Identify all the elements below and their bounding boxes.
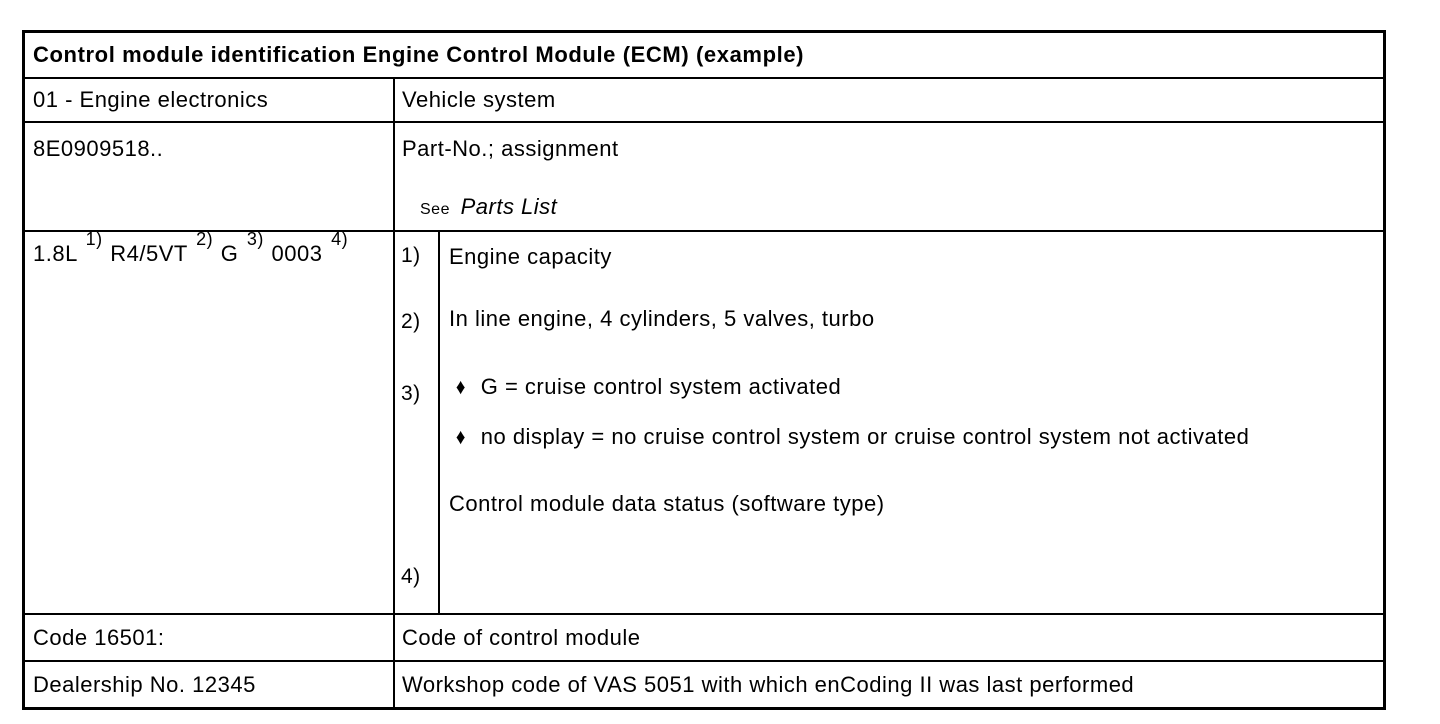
footnote-text-engine-layout: In line engine, 4 cylinders, 5 valves, t… [449,306,875,331]
footnote-ref-2: 2) [196,232,214,249]
footnote-text-engine-capacity: Engine capacity [449,244,612,269]
see-label: See [420,201,450,218]
vehicle-address-cell: 01 - Engine electronics [25,79,395,121]
engine-code-row: 1.8L 1) R4/5VT 2) G 3) 0003 4) 1) 2) 3) … [25,232,1383,615]
code-label-cell: Code of control module [395,615,1383,660]
footnote-text-data-status: Control module data status (software typ… [449,491,885,516]
code-value-cell: Code 16501: [25,615,395,660]
footnote-bullet-no-display: ♦ no display = no cruise control system … [449,424,1379,450]
engine-code-cell: 1.8L 1) R4/5VT 2) G 3) 0003 4) [25,232,395,613]
footnote-marker-column: 1) 2) 3) 4) [395,232,440,613]
control-module-identification-table: Control module identification Engine Con… [22,30,1386,710]
vehicle-address-text: 01 - Engine electronics [33,87,269,112]
footnote-bullet-cruise-activated: ♦ G = cruise control system activated [449,374,1379,400]
code-label-text: Code of control module [402,624,641,650]
see-reference-line: See Parts List [402,194,1383,223]
footnote-ref-3: 3) [246,232,264,249]
table-title: Control module identification Engine Con… [33,42,805,67]
footnote-ref-4: 4) [331,232,349,249]
footnote-text-no-display: no display = no cruise control system or… [480,424,1250,449]
part-number-cell: 8E0909518.. [25,123,395,230]
footnote-text-column: Engine capacity In line engine, 4 cylind… [440,232,1383,613]
footnote-marker-2: 2) [401,310,421,333]
footnote-text-cruise-activated: G = cruise control system activated [480,374,842,399]
diamond-bullet-icon: ♦ [455,424,466,449]
parts-list-reference: Parts List [460,194,558,219]
footnote-marker-1: 1) [401,244,421,267]
vehicle-system-label-cell: Vehicle system [395,79,1383,121]
part-assignment-cell: Part-No.; assignment See Parts List [395,123,1383,230]
code-value-text: Code 16501: [33,624,165,650]
workshop-code-text: Workshop code of VAS 5051 with which enC… [402,671,1135,697]
part-number-row: 8E0909518.. Part-No.; assignment See Par… [25,123,1383,232]
table-title-row: Control module identification Engine Con… [25,33,1383,79]
dealership-number-text: Dealership No. 12345 [33,671,256,697]
footnote-marker-4: 4) [401,565,421,588]
code-row: Code 16501: Code of control module [25,615,1383,662]
workshop-code-cell: Workshop code of VAS 5051 with which enC… [395,662,1383,707]
vehicle-system-label: Vehicle system [402,87,556,112]
footnote-ref-1: 1) [85,232,103,249]
part-assignment-label: Part-No.; assignment [402,136,619,161]
part-number-text: 8E0909518.. [33,136,164,161]
diamond-bullet-icon: ♦ [455,374,466,399]
engine-code-text: 1.8L 1) R4/5VT 2) G 3) 0003 4) [33,232,349,266]
footnote-marker-3: 3) [401,382,421,405]
vehicle-system-row: 01 - Engine electronics Vehicle system [25,79,1383,123]
dealership-number-cell: Dealership No. 12345 [25,662,395,707]
dealership-row: Dealership No. 12345 Workshop code of VA… [25,662,1383,707]
